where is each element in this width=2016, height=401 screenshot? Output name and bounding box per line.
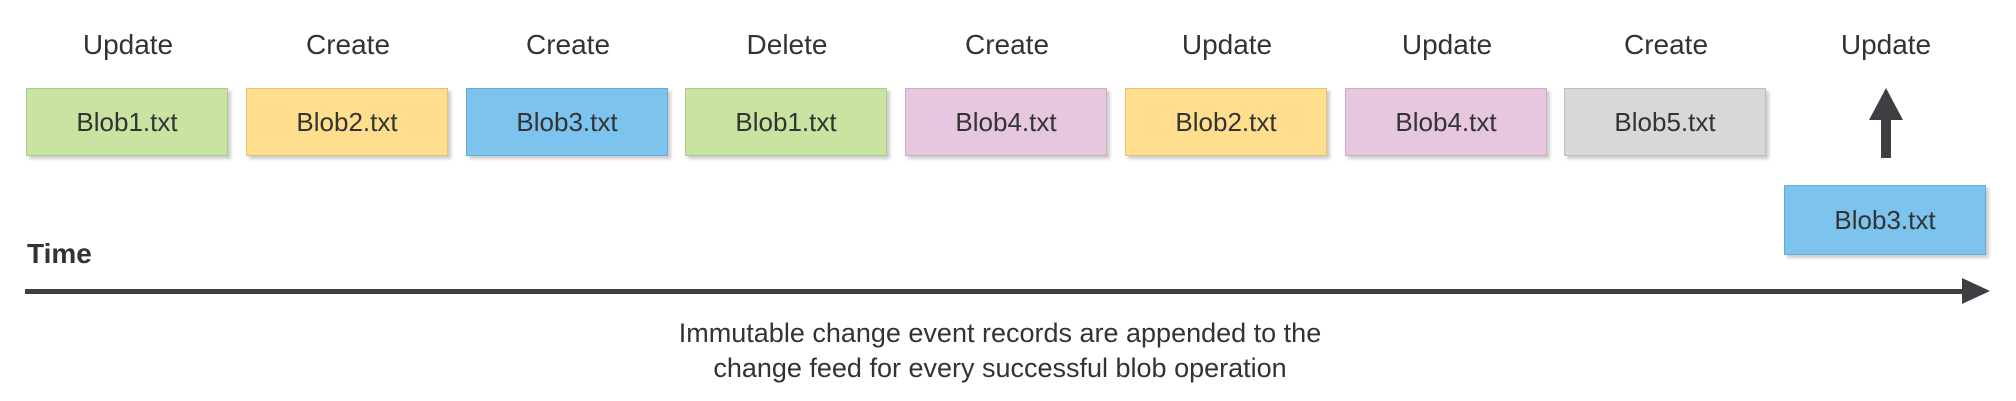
blob-box: Blob3.txt bbox=[1784, 185, 1986, 255]
event-column: Delete Blob1.txt bbox=[685, 0, 889, 300]
blob-box: Blob2.txt bbox=[246, 88, 448, 156]
time-axis-right-arrow-icon bbox=[1962, 278, 1990, 304]
caption-line-1: Immutable change event records are appen… bbox=[678, 318, 1322, 348]
event-column: Update Blob2.txt bbox=[1125, 0, 1329, 300]
operation-label: Create bbox=[305, 29, 391, 60]
blob-box: Blob1.txt bbox=[685, 88, 887, 156]
operation-label: Create bbox=[525, 29, 611, 60]
event-column: Create Blob4.txt bbox=[905, 0, 1109, 300]
caption: Immutable change event records are appen… bbox=[0, 316, 2000, 386]
blob-box: Blob2.txt bbox=[1125, 88, 1327, 156]
caption-line-2: change feed for every successful blob op… bbox=[713, 353, 1287, 383]
operation-label: Update bbox=[82, 29, 174, 60]
blob-box: Blob4.txt bbox=[1345, 88, 1547, 156]
up-arrow-icon bbox=[1869, 88, 1903, 158]
time-axis-label: Time bbox=[27, 238, 92, 269]
event-column: Create Blob3.txt bbox=[466, 0, 670, 300]
event-column: Update Blob1.txt bbox=[26, 0, 230, 300]
blob-box: Blob4.txt bbox=[905, 88, 1107, 156]
event-column: Create Blob5.txt bbox=[1564, 0, 1768, 300]
blob-box: Blob1.txt bbox=[26, 88, 228, 156]
operation-label: Update bbox=[1840, 29, 1932, 60]
operation-label: Delete bbox=[746, 29, 828, 60]
event-column: Update Blob3.txt bbox=[1784, 0, 1988, 300]
blob-box: Blob5.txt bbox=[1564, 88, 1766, 156]
event-column: Create Blob2.txt bbox=[246, 0, 450, 300]
blob-box: Blob3.txt bbox=[466, 88, 668, 156]
operation-label: Create bbox=[1623, 29, 1709, 60]
operation-label: Create bbox=[964, 29, 1050, 60]
event-column: Update Blob4.txt bbox=[1345, 0, 1549, 300]
operation-label: Update bbox=[1401, 29, 1493, 60]
operation-label: Update bbox=[1181, 29, 1273, 60]
time-axis-line bbox=[25, 289, 1965, 294]
